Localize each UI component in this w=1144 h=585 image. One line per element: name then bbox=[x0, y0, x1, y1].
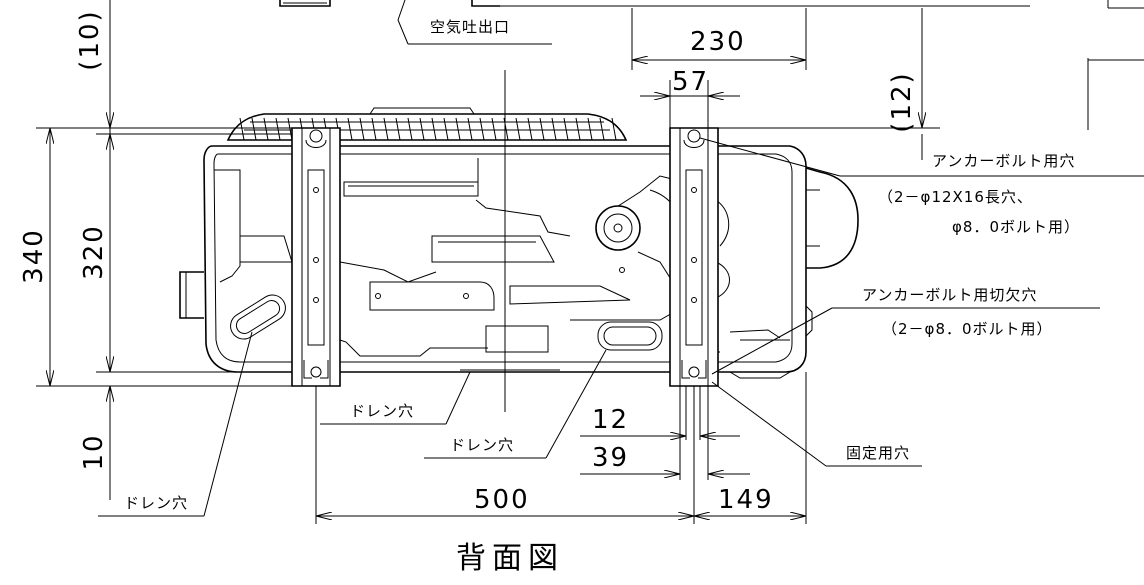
anchor-notch-hole-label: アンカーボルト用切欠穴 bbox=[862, 286, 1037, 304]
dim-12: 12 bbox=[592, 405, 629, 435]
dim-149: 149 bbox=[718, 485, 774, 515]
drain-hole-callout-1: ドレン穴 bbox=[320, 371, 471, 425]
dim-500: 500 bbox=[474, 485, 530, 515]
top-dimensions: 230 57 (12) bbox=[631, 8, 940, 160]
left-mounting-bracket bbox=[291, 127, 341, 387]
dim-320: 320 bbox=[79, 224, 109, 280]
anchor-bolt-hole-callout: アンカーボルト用穴 （2－φ12X16長穴、 φ8．0ボルト用） bbox=[699, 137, 1144, 236]
fixing-hole-label: 固定用穴 bbox=[846, 444, 910, 462]
dim-57: 57 bbox=[672, 67, 709, 97]
anchor-notch-hole-spec: （2－φ8．0ボルト用） bbox=[882, 320, 1053, 338]
drain-hole-label-3: ドレン穴 bbox=[124, 494, 188, 512]
dim-12-paren: (12) bbox=[887, 71, 917, 132]
bottom-dimensions: 12 39 500 149 bbox=[315, 372, 807, 524]
dim-230: 230 bbox=[690, 27, 746, 57]
anchor-notch-hole-callout: アンカーボルト用切欠穴 （2－φ8．0ボルト用） bbox=[711, 286, 1100, 375]
view-title: 背面図 bbox=[456, 541, 564, 576]
air-outlet-label: 空気吐出口 bbox=[430, 18, 510, 36]
anchor-bolt-hole-label: アンカーボルト用穴 bbox=[932, 152, 1075, 170]
anchor-bolt-hole-spec-1: （2－φ12X16長穴、 bbox=[878, 188, 1033, 206]
dim-10-top: (10) bbox=[75, 9, 105, 70]
unit-body bbox=[179, 107, 859, 379]
drain-hole-label-2: ドレン穴 bbox=[450, 436, 514, 454]
dim-340: 340 bbox=[19, 228, 49, 284]
drain-hole-callout-2: ドレン穴 bbox=[424, 349, 607, 459]
drain-hole-label-1: ドレン穴 bbox=[350, 402, 414, 420]
left-dimensions: (10) 340 320 10 bbox=[19, 0, 292, 500]
dim-39: 39 bbox=[592, 443, 629, 473]
drain-hole-callout-3: ドレン穴 bbox=[98, 294, 286, 517]
fixing-hole-callout: 固定用穴 bbox=[711, 381, 922, 467]
anchor-bolt-hole-spec-2: φ8．0ボルト用） bbox=[952, 218, 1080, 236]
air-outlet-callout: 空気吐出口 bbox=[397, 18, 552, 45]
right-mounting-bracket bbox=[669, 127, 719, 387]
top-fragments bbox=[279, 0, 1144, 130]
dim-10-bottom: 10 bbox=[79, 433, 109, 470]
